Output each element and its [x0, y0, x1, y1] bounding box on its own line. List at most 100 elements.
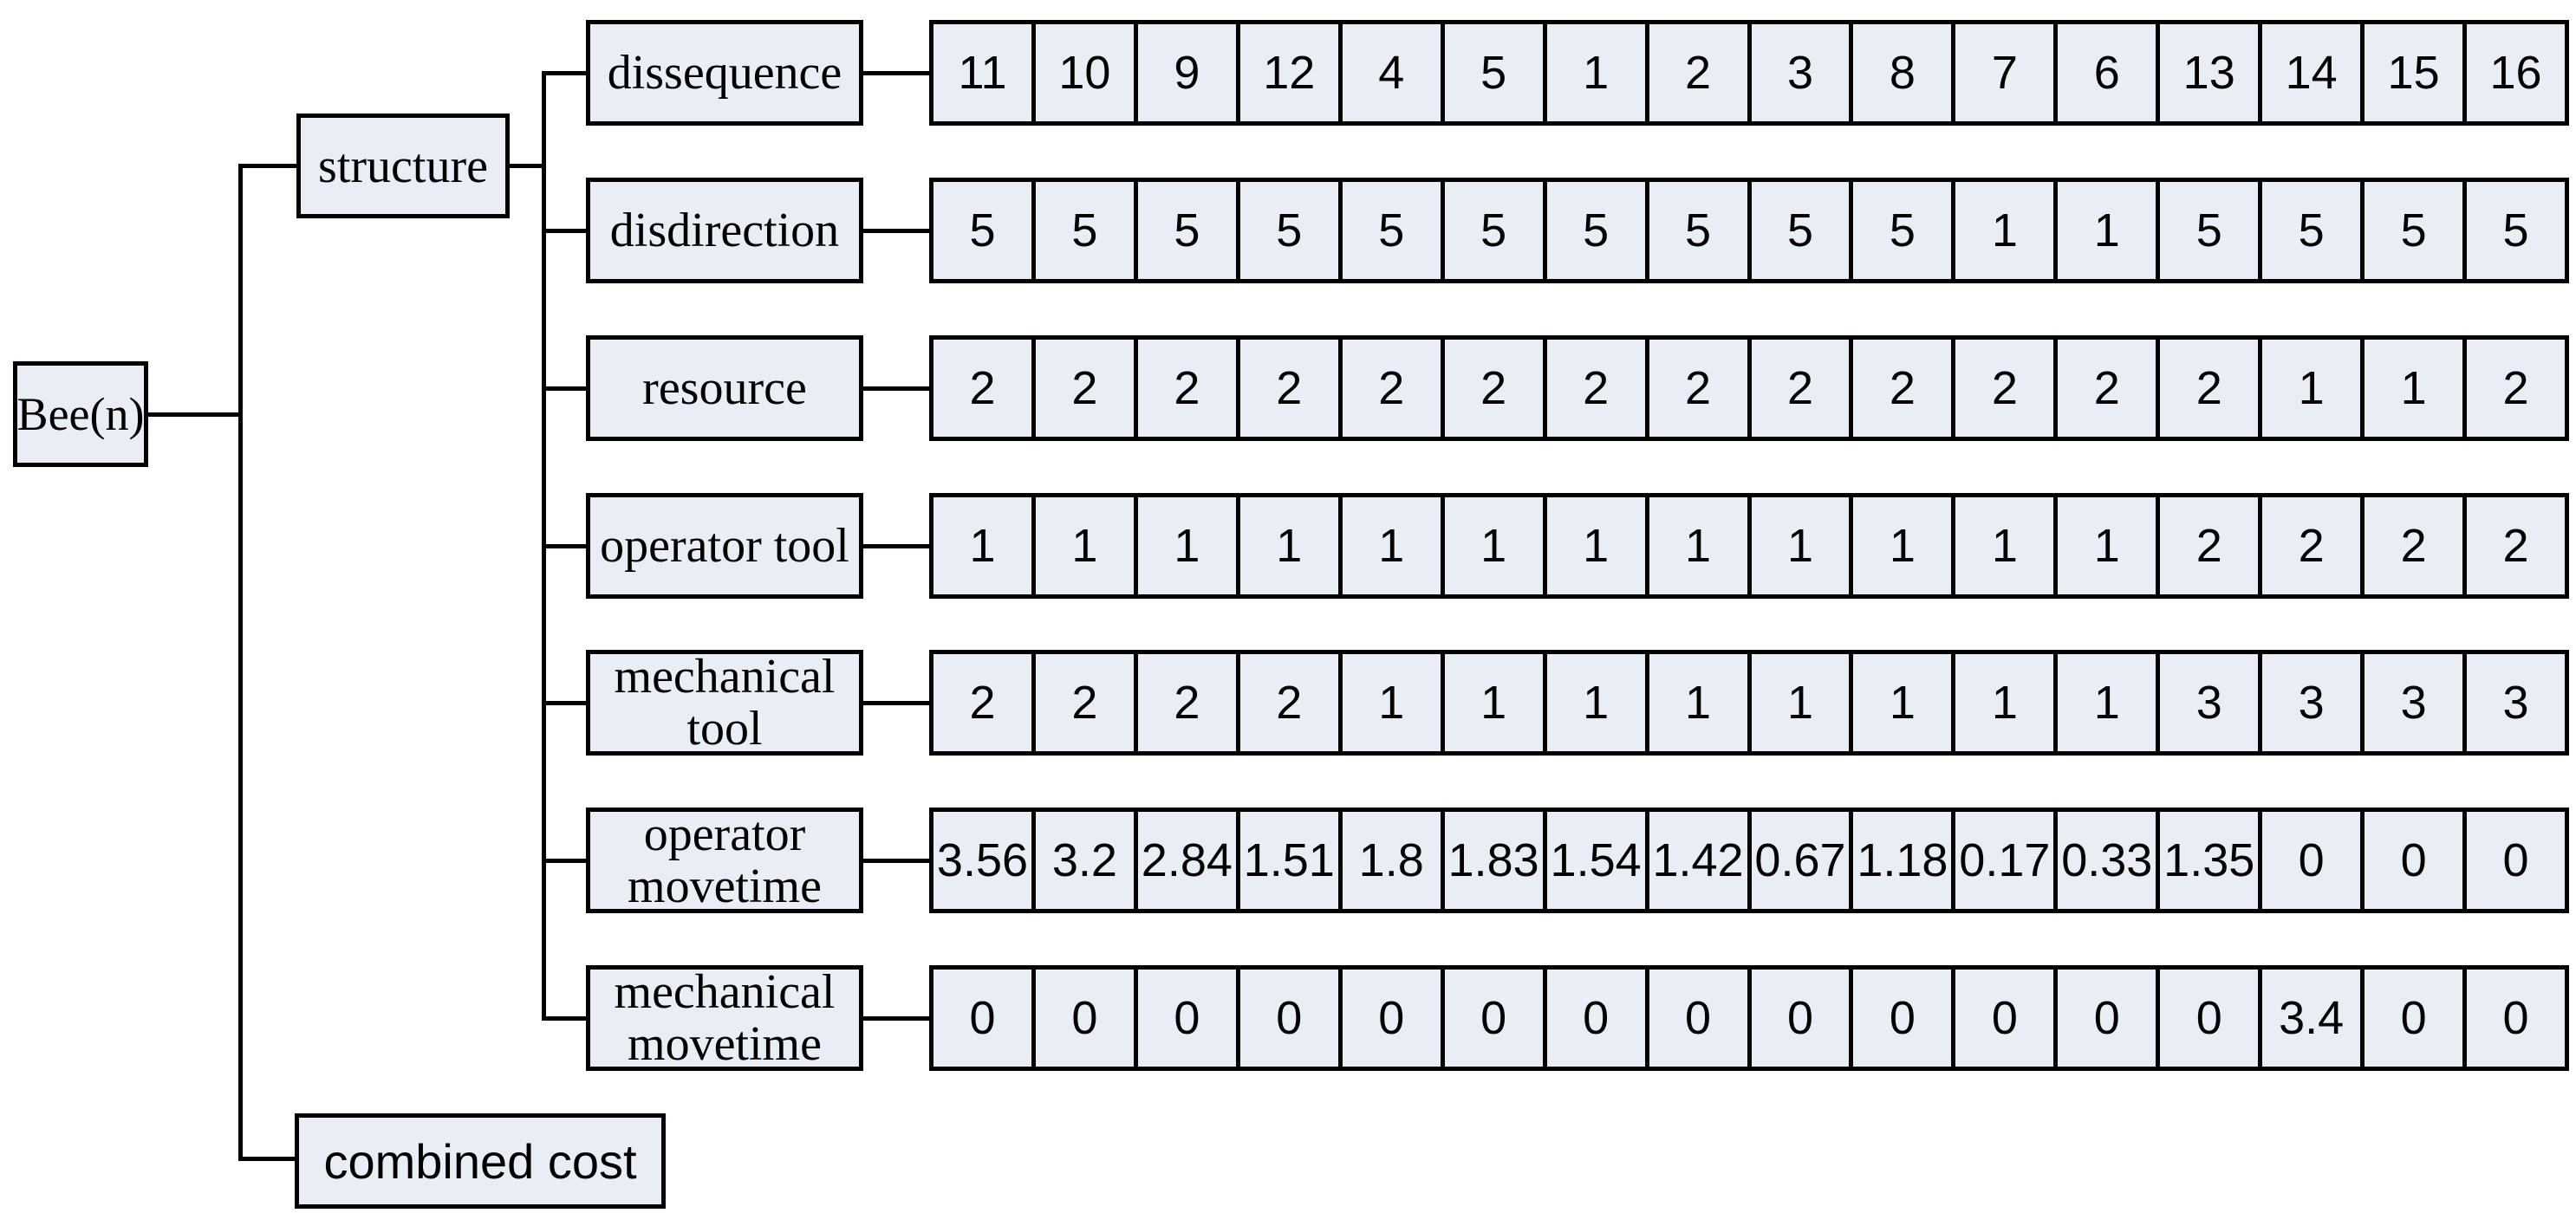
connector-line [863, 229, 929, 233]
array-cell: 5 [1440, 178, 1547, 283]
array-cell: 1.54 [1542, 808, 1649, 913]
array-cell: 6 [2053, 20, 2161, 126]
array-cell: 0.33 [2053, 808, 2161, 913]
array-cell: 1 [1747, 650, 1854, 756]
array-cell: 0 [2156, 965, 2263, 1071]
array-cell: 1 [1542, 650, 1649, 756]
array-cell: 5 [1235, 178, 1343, 283]
array-cell: 8 [1849, 20, 1956, 126]
array-cell: 1 [1951, 493, 2059, 599]
array-cell: 1 [1644, 493, 1752, 599]
array-cell: 2.84 [1133, 808, 1240, 913]
connector-line [542, 386, 586, 391]
array-cell: 0 [1133, 965, 1240, 1071]
array-cell: 1 [929, 493, 1036, 599]
array-cell: 15 [2360, 20, 2468, 126]
array-cell: 1 [1542, 493, 1649, 599]
array-cell: 13 [2156, 20, 2263, 126]
array-cell: 1.42 [1644, 808, 1752, 913]
array-cell: 3 [1747, 20, 1854, 126]
array-cell: 2 [2053, 335, 2161, 441]
array-cell: 1 [1235, 493, 1343, 599]
array-cell: 0 [1440, 965, 1547, 1071]
array-cell: 2 [1747, 335, 1854, 441]
array-cell: 2 [2258, 493, 2365, 599]
array-cell: 2 [1133, 335, 1240, 441]
array-cell: 0.67 [1747, 808, 1854, 913]
array-cell: 1.83 [1440, 808, 1547, 913]
array-cell: 2 [1542, 335, 1649, 441]
array-cell: 11 [929, 20, 1036, 126]
array-cell: 1 [2360, 335, 2468, 441]
array-cell: 5 [1133, 178, 1240, 283]
array-cell: 0.17 [1951, 808, 2059, 913]
array-cell: 5 [2360, 178, 2468, 283]
connector-line [863, 701, 929, 705]
array-cell: 0 [1951, 965, 2059, 1071]
array-cell: 1 [2053, 493, 2161, 599]
row-label-resource: resource [586, 335, 863, 441]
array-cell: 1.51 [1235, 808, 1343, 913]
connector-line [863, 859, 929, 863]
array-cell: 5 [1644, 178, 1752, 283]
connector-line [542, 1016, 586, 1021]
array-cell: 2 [1644, 20, 1752, 126]
array-cell: 5 [929, 178, 1036, 283]
root-node-bee: Bee(n) [13, 361, 148, 467]
array-cell: 3.56 [929, 808, 1036, 913]
structure-node: structure [296, 114, 510, 218]
row-label-dissequence: dissequence [586, 20, 863, 126]
array-cell: 1 [2258, 335, 2365, 441]
array-cell: 2 [1644, 335, 1752, 441]
connector-line [238, 164, 243, 1161]
array-cell: 5 [2156, 178, 2263, 283]
array-cell: 3.4 [2258, 965, 2365, 1071]
array-cell: 9 [1133, 20, 1240, 126]
row-label-mechanical-movetime: mechanical movetime [586, 965, 863, 1071]
array-cell: 7 [1951, 20, 2059, 126]
array-cell: 14 [2258, 20, 2365, 126]
array-cell: 2 [2462, 493, 2569, 599]
array-cell: 1 [1031, 493, 1138, 599]
combined-cost-node: combined cost [295, 1113, 666, 1209]
array-cell: 1 [1849, 650, 1956, 756]
array-cell: 5 [1031, 178, 1138, 283]
array-cell: 2 [1951, 335, 2059, 441]
array-cell: 5 [1440, 20, 1547, 126]
connector-line [863, 71, 929, 75]
array-cell: 0 [1542, 965, 1649, 1071]
array-cell: 4 [1337, 20, 1445, 126]
array-cell: 0 [929, 965, 1036, 1071]
array-cell: 2 [1235, 650, 1343, 756]
array-cell: 1 [1133, 493, 1240, 599]
connector-line [863, 1016, 929, 1021]
array-cell: 5 [1337, 178, 1445, 283]
array-cell: 0 [1644, 965, 1752, 1071]
array-cell: 5 [1849, 178, 1956, 283]
connector-line [238, 164, 296, 168]
array-cell: 2 [1133, 650, 1240, 756]
array-cell: 2 [1440, 335, 1547, 441]
row-label-disdirection: disdirection [586, 178, 863, 283]
array-cell: 3 [2360, 650, 2468, 756]
array-cell: 1 [1644, 650, 1752, 756]
array-cell: 0 [2360, 965, 2468, 1071]
array-cell: 5 [2462, 178, 2569, 283]
array-cell: 2 [1849, 335, 1956, 441]
array-cell: 0 [2462, 808, 2569, 913]
array-cell: 1 [2053, 650, 2161, 756]
connector-line [238, 1157, 295, 1161]
array-cell: 0 [2258, 808, 2365, 913]
array-cell: 0 [1849, 965, 1956, 1071]
array-cell: 10 [1031, 20, 1138, 126]
array-cell: 2 [1031, 335, 1138, 441]
array-cell: 1 [1951, 178, 2059, 283]
array-cell: 5 [1747, 178, 1854, 283]
